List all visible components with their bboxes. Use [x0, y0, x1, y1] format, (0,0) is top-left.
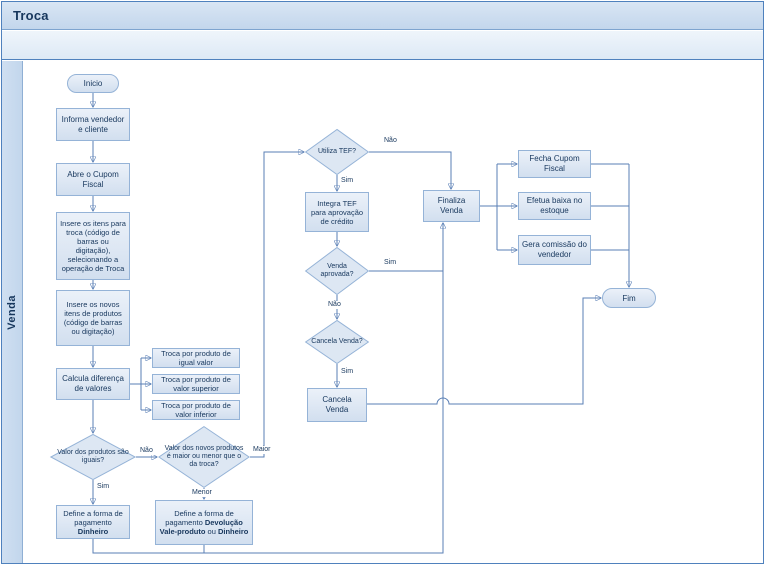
- edge-label-sim: Sim: [340, 368, 355, 376]
- note-label: Troca por produto de valor inferior: [161, 401, 231, 419]
- decision-utiliza-tef: Utiliza TEF?: [305, 129, 369, 175]
- task-cancela-venda: Cancela Venda: [307, 388, 367, 422]
- task-label: Define a forma de pagamento Dinheiro: [63, 508, 123, 536]
- task-integra-tef: Integra TEF para aprovação de crédito: [305, 192, 369, 232]
- task-label: Insere os novos itens de produtos (códig…: [63, 300, 123, 336]
- edge-label-sim: Sim: [383, 259, 398, 267]
- edge-label-nao: Não: [327, 301, 342, 309]
- start-node: Inicio: [67, 74, 119, 93]
- task-label: Cancela Venda: [322, 395, 352, 414]
- task-insere-novos-itens: Insere os novos itens de produtos (códig…: [56, 290, 130, 346]
- task-label: Insere os itens para troca (código de ba…: [60, 219, 126, 273]
- task-label: Integra TEF para aprovação de crédito: [310, 198, 364, 226]
- edge-label-maior: Maior: [252, 446, 272, 454]
- note-label: Troca por produto de igual valor: [161, 349, 231, 367]
- task-finaliza-venda: Finaliza Venda: [423, 190, 480, 222]
- task-informa-vendedor-cliente: Informa vendedor e cliente: [56, 108, 130, 141]
- task-define-pagamento-devolucao: Define a forma de pagamento Devolução Va…: [155, 500, 253, 545]
- decision-venda-aprovada: Venda aprovada?: [305, 247, 369, 295]
- task-insere-itens-troca: Insere os itens para troca (código de ba…: [56, 212, 130, 280]
- decision-label: Valor dos produtos são iguais?: [57, 448, 129, 464]
- task-label: Efetua baixa no estoque: [526, 196, 583, 215]
- task-label: Abre o Cupom Fiscal: [67, 169, 119, 189]
- task-label: Finaliza Venda: [437, 196, 466, 215]
- edge-label-sim: Sim: [96, 483, 111, 491]
- task-fecha-cupom-fiscal: Fecha Cupom Fiscal: [518, 150, 591, 178]
- decision-label: Utiliza TEF?: [318, 147, 356, 155]
- decision-valor-produtos-iguais: Valor dos produtos são iguais?: [50, 434, 136, 480]
- task-calcula-diferenca: Calcula diferença de valores: [56, 368, 130, 400]
- edge-label-nao: Não: [139, 447, 154, 455]
- decision-label: Cancela Venda?: [311, 337, 363, 345]
- note-troca-igual-valor: Troca por produto de igual valor: [152, 348, 240, 368]
- edge-label-sim: Sim: [340, 177, 355, 185]
- start-label: Inicio: [83, 79, 103, 88]
- task-efetua-baixa-estoque: Efetua baixa no estoque: [518, 192, 591, 220]
- decision-cancela-venda: Cancela Venda?: [305, 320, 369, 364]
- pool-title-bar: Troca: [2, 2, 763, 30]
- page-title: Troca: [13, 8, 49, 23]
- task-label: Gera comissão do vendedor: [522, 240, 587, 259]
- task-label: Calcula diferença de valores: [62, 374, 124, 393]
- task-abre-cupom-fiscal: Abre o Cupom Fiscal: [56, 163, 130, 196]
- pool-subtitle-bar: [2, 31, 763, 60]
- note-label: Troca por produto de valor superior: [161, 375, 231, 393]
- task-label: Informa vendedor e cliente: [61, 114, 125, 134]
- decision-label: Valor dos novos produtos é maior ou meno…: [164, 444, 244, 469]
- decision-label: Venda aprovada?: [320, 262, 354, 278]
- task-gera-comissao: Gera comissão do vendedor: [518, 235, 591, 265]
- edge-label-menor: Menor: [191, 489, 213, 497]
- task-define-pagamento-dinheiro: Define a forma de pagamento Dinheiro: [56, 505, 130, 539]
- decision-valor-maior-menor: Valor dos novos produtos é maior ou meno…: [158, 426, 250, 488]
- end-node: Fim: [602, 288, 656, 308]
- edge-label-nao: Não: [383, 137, 398, 145]
- note-troca-valor-superior: Troca por produto de valor superior: [152, 374, 240, 394]
- task-label: Define a forma de pagamento Devolução Va…: [159, 509, 249, 536]
- note-troca-valor-inferior: Troca por produto de valor inferior: [152, 400, 240, 420]
- lane-venda: Venda: [2, 61, 23, 563]
- end-label: Fim: [622, 293, 636, 303]
- task-label: Fecha Cupom Fiscal: [529, 154, 580, 173]
